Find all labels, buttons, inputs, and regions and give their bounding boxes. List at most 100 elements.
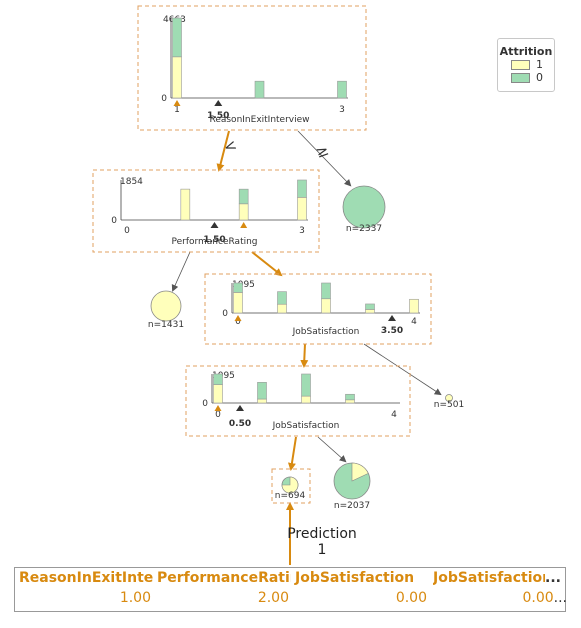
bar-class-0 <box>213 373 223 385</box>
bar-class-1 <box>233 292 243 314</box>
bar-class-1 <box>345 399 355 404</box>
bar-class-0 <box>238 188 249 205</box>
leaf-pies: n=2337 n=1431 n=501 n=694 n=2037 <box>148 185 464 511</box>
leaf-count: n=2337 <box>346 224 382 234</box>
leaf-l1: n=2337 <box>342 185 386 234</box>
bar-class-1 <box>321 298 331 314</box>
edge-n4-l5 <box>317 436 347 463</box>
table-cell: 1.00 <box>119 590 151 606</box>
edge-label-geq: ≥ <box>313 141 331 162</box>
split-marker <box>210 222 219 228</box>
x-tick-label: 3 <box>339 105 345 115</box>
histogram-n4: 1095 00 4 0.50 JobSatisfaction <box>202 371 400 431</box>
bar-class-0 <box>301 373 311 397</box>
table-row: 1.00 2.00 0.00 0.00... <box>15 590 567 610</box>
split-marker <box>214 100 223 106</box>
pie-slice <box>342 185 386 229</box>
y-min-label: 0 <box>202 399 208 409</box>
y-max-label: 1854 <box>120 177 143 187</box>
split-value: 1.50 <box>203 235 225 245</box>
bar-class-1 <box>213 384 223 404</box>
legend: Attrition 1 0 <box>497 38 555 92</box>
edge-n4-l4 <box>287 436 297 471</box>
y-max-label: 1095 <box>212 371 235 381</box>
table-cell: 0.00... <box>429 590 567 610</box>
table-cell-value: 0.00 <box>522 590 554 606</box>
leaf-l3: n=501 <box>434 394 464 410</box>
table-header-text: JobSatisfaction <box>433 570 545 586</box>
bar-class-0 <box>337 80 347 99</box>
table-header-cell: JobSatisfaction... <box>429 570 567 590</box>
x-tick-label: 4 <box>411 317 417 327</box>
node-histograms: 46630131.50ReasonInExitInterview18540031… <box>111 15 420 431</box>
y-max-label: 1095 <box>232 280 255 290</box>
pie-slice <box>351 462 369 482</box>
x-tick-label: 4 <box>391 410 397 420</box>
node-box-l4 <box>271 468 311 504</box>
table-cell-ellipsis: ... <box>553 590 567 606</box>
bar-class-0 <box>321 282 331 300</box>
edge-label-less: < <box>221 136 239 157</box>
prediction-label: Prediction <box>287 526 357 542</box>
pie-slice <box>281 476 299 494</box>
legend-swatch-1 <box>511 59 530 70</box>
instance-marker <box>214 405 222 411</box>
feature-label: JobSatisfaction <box>292 327 360 337</box>
y-min-label: 0 <box>111 216 117 226</box>
x-tick-label: 3 <box>299 226 305 236</box>
legend-label-0: 0 <box>536 71 543 84</box>
leaf-l4: n=694 <box>275 476 305 501</box>
bar-class-1 <box>238 203 249 221</box>
leaf-count: n=2037 <box>334 501 370 511</box>
feature-label: PerformanceRating <box>171 237 257 247</box>
table-header-ellipsis: ... <box>545 570 561 586</box>
bar-class-1 <box>277 303 287 314</box>
pie-slice <box>150 290 182 322</box>
instance-table: ReasonInExitInterview PerformanceRating … <box>14 567 567 612</box>
bar-class-1 <box>409 298 419 314</box>
edge-n2-l2 <box>171 251 191 292</box>
bar-class-0 <box>257 382 267 400</box>
edge-n2-n3 <box>251 251 283 277</box>
edge-n1-l1 <box>297 130 352 187</box>
leaf-l2: n=1431 <box>148 290 184 330</box>
pie-slice <box>445 394 453 402</box>
split-value: 1.50 <box>207 111 229 121</box>
x-tick-label: 0 <box>235 317 241 327</box>
table-header-row: ReasonInExitInterview PerformanceRating … <box>15 570 565 590</box>
bar-class-0 <box>233 282 243 293</box>
table-cell: 2.00 <box>257 590 289 606</box>
y-min-label: 0 <box>161 94 167 104</box>
x-tick-label: 0 <box>215 410 221 420</box>
bar-class-1 <box>172 56 182 99</box>
tree-edges <box>171 130 442 565</box>
split-value: 0.50 <box>229 419 251 429</box>
table-header-cell: JobSatisfaction <box>295 570 415 586</box>
bar-class-1 <box>180 188 191 221</box>
instance-marker <box>173 100 181 106</box>
node-box-n1 <box>137 5 367 131</box>
table-cell: 0.00 <box>395 590 427 606</box>
instance-marker <box>240 222 248 228</box>
leaf-l5: n=2037 <box>333 462 371 511</box>
node-box-n2 <box>92 169 320 253</box>
feature-label: JobSatisfaction <box>272 421 340 431</box>
bar-class-0 <box>365 303 375 310</box>
instance-marker <box>234 315 242 321</box>
edge-n1-n2 <box>216 130 230 172</box>
legend-title: Attrition <box>499 45 553 58</box>
bar-class-0 <box>345 393 355 401</box>
edge-n3-n4 <box>300 343 309 368</box>
bar-class-0 <box>172 17 182 58</box>
legend-item-1: 1 <box>511 58 554 71</box>
bar-class-1 <box>297 197 307 221</box>
x-tick-label: 1 <box>174 105 180 115</box>
bar-class-0 <box>254 80 265 99</box>
node-box-n4 <box>185 365 411 437</box>
feature-label: ReasonInExitInterview <box>209 115 309 125</box>
legend-label-1: 1 <box>536 58 543 71</box>
node-box-n3 <box>204 273 432 345</box>
